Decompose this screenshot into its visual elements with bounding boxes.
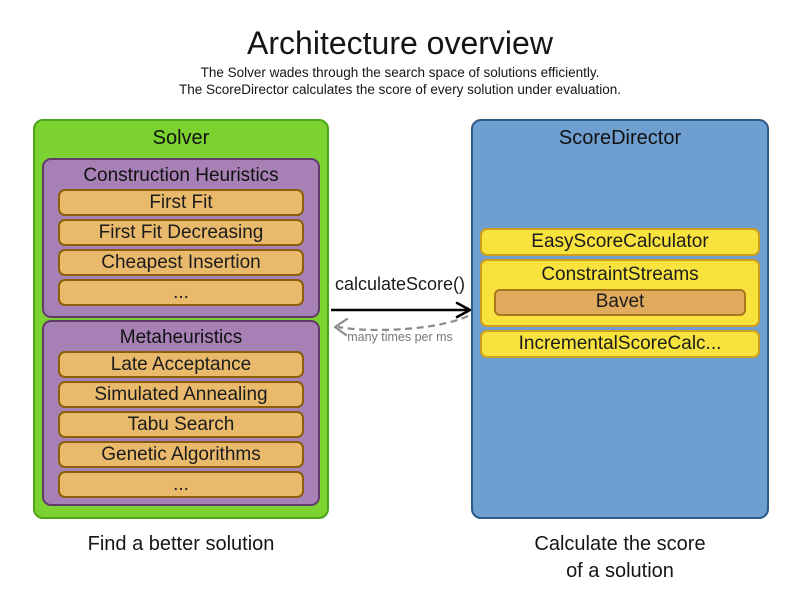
heuristic-item: First Fit <box>58 189 304 216</box>
metaheuristic-item: Late Acceptance <box>58 351 304 378</box>
score-director-caption-line-1: Calculate the score <box>534 533 706 555</box>
constraint-streams-box: ConstraintStreams Bavet <box>480 259 760 327</box>
score-director-caption-line-2: of a solution <box>566 560 674 582</box>
bavet-box: Bavet <box>494 289 746 316</box>
metaheuristics-title: Metaheuristics <box>119 327 243 348</box>
solver-title: Solver <box>152 127 210 149</box>
metaheuristic-item-more: ... <box>58 471 304 498</box>
solver-caption: Find a better solution <box>87 533 275 555</box>
solid-call-arrow <box>331 301 472 319</box>
constraint-streams-title: ConstraintStreams <box>541 264 699 285</box>
metaheuristic-item: Genetic Algorithms <box>58 441 304 468</box>
incremental-score-calculator-box: IncrementalScoreCalc... <box>480 330 760 358</box>
construction-heuristics-group: Construction Heuristics First Fit First … <box>42 158 320 318</box>
metaheuristic-item: Tabu Search <box>58 411 304 438</box>
score-director-box: ScoreDirector EasyScoreCalculator Constr… <box>471 119 769 519</box>
metaheuristics-group: Metaheuristics Late Acceptance Simulated… <box>42 320 320 506</box>
page-title: Architecture overview <box>247 25 553 61</box>
easy-score-calculator-box: EasyScoreCalculator <box>480 228 760 256</box>
frequency-label: many times per ms <box>347 330 453 344</box>
heuristic-item-more: ... <box>58 279 304 306</box>
score-director-title: ScoreDirector <box>558 127 682 149</box>
subtitle-line-1: The Solver wades through the search spac… <box>200 65 600 80</box>
metaheuristic-item: Simulated Annealing <box>58 381 304 408</box>
construction-heuristics-title: Construction Heuristics <box>83 165 279 186</box>
subtitle-line-2: The ScoreDirector calculates the score o… <box>179 82 621 97</box>
calculator-stack: EasyScoreCalculator ConstraintStreams Ba… <box>480 228 760 358</box>
solver-box: Solver Construction Heuristics First Fit… <box>33 119 329 519</box>
dashed-return-arrow <box>333 315 469 337</box>
heuristic-item: Cheapest Insertion <box>58 249 304 276</box>
calculate-score-label: calculateScore() <box>334 274 466 294</box>
connection-arrows <box>331 301 472 337</box>
score-director-caption: Calculate the score of a solution <box>471 531 769 585</box>
heuristic-item: First Fit Decreasing <box>58 219 304 246</box>
